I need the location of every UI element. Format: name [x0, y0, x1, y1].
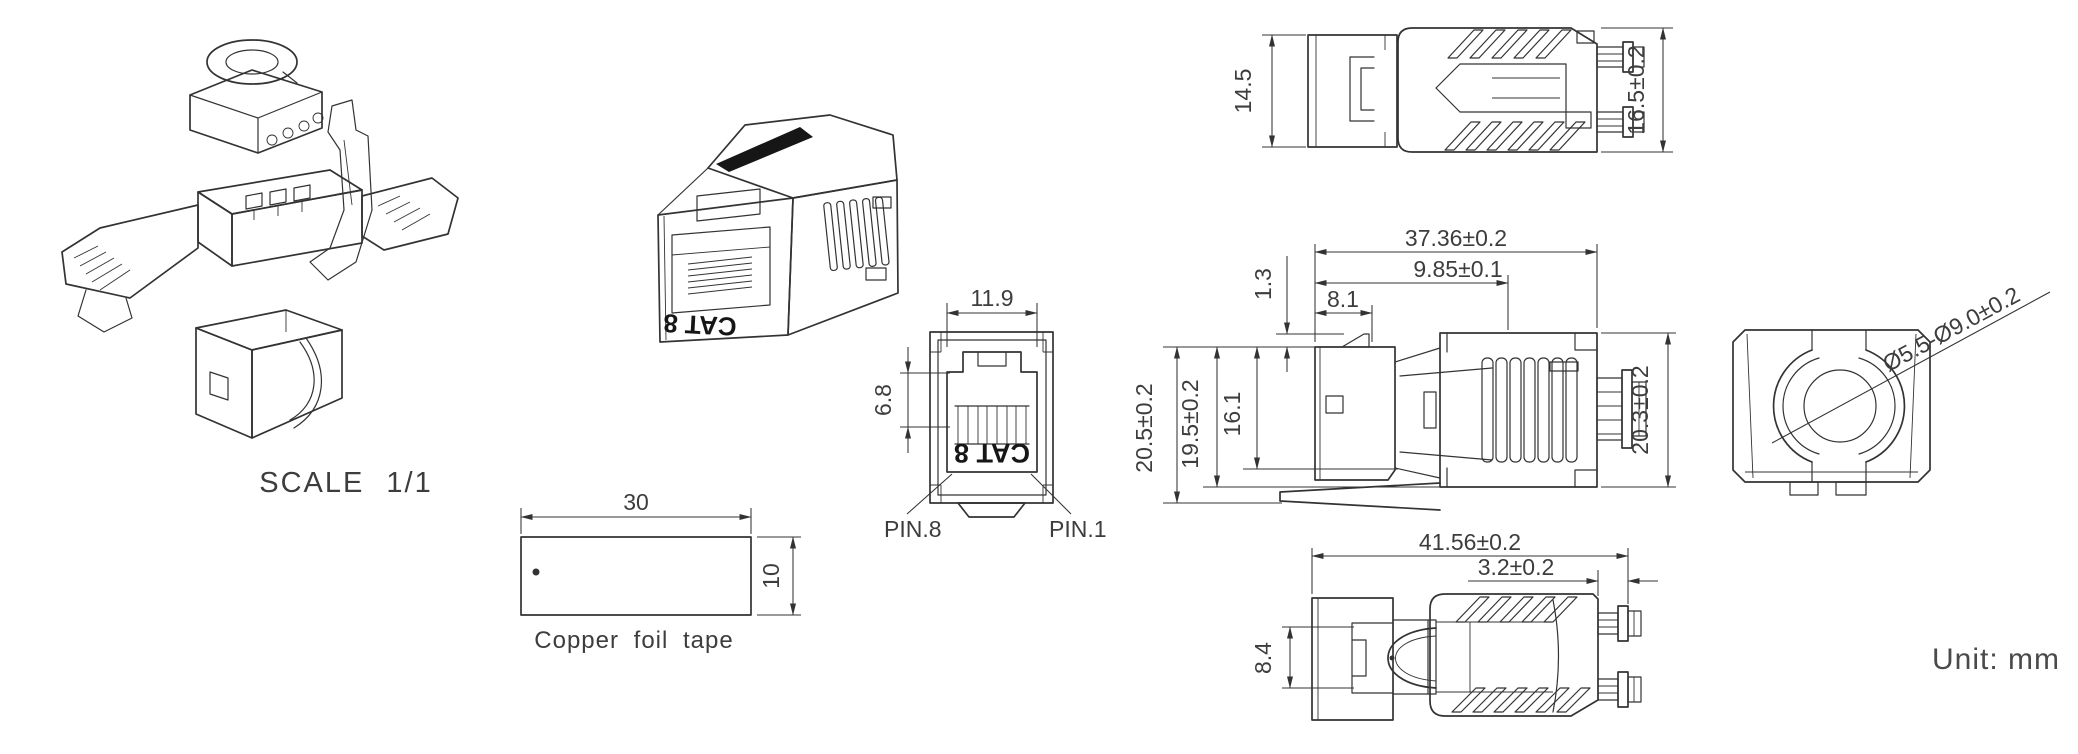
- iso-product-marking: CAT 8: [663, 308, 738, 342]
- screw-side: [1596, 369, 1647, 449]
- top-view: 14.5 16.5±0.2: [1230, 27, 1673, 153]
- svg-text:10: 10: [758, 563, 784, 589]
- dim-side-total-length: 37.36±0.2: [1314, 225, 1598, 342]
- hatch-top: [1455, 596, 1578, 623]
- front-product-marking: CAT 8: [954, 438, 1030, 468]
- svg-text:11.9: 11.9: [970, 285, 1013, 311]
- screw-bottom: [1597, 671, 1642, 708]
- dim-side-front-length: 9.85±0.1: [1314, 256, 1509, 330]
- dim-contact-height: 6.8: [870, 347, 950, 453]
- dim-front-width: 11.9: [946, 285, 1038, 347]
- svg-text:Ø5.5-Ø9.0±0.2: Ø5.5-Ø9.0±0.2: [1878, 281, 2024, 376]
- dim-side-rear-height: 20.3±0.2: [1601, 332, 1676, 488]
- copper-tape-label: Copper foil tape: [534, 627, 733, 654]
- dim-top-left-height: 14.5: [1230, 34, 1306, 148]
- svg-text:20.3±0.2: 20.3±0.2: [1627, 365, 1653, 454]
- dim-slot-height: 8.4: [1250, 626, 1354, 689]
- exploded-view: [61, 39, 459, 439]
- screw-bottom: [1596, 106, 1645, 138]
- side-view: 37.36±0.2 9.85±0.1 8.1 1.3 20.5±0.2 19.5…: [1131, 225, 1676, 511]
- svg-text:9.85±0.1: 9.85±0.1: [1413, 256, 1502, 282]
- dim-top-right-height: 16.5±0.2: [1601, 27, 1673, 153]
- dim-side-height-body: 19.5±0.2: [1177, 346, 1440, 488]
- exploded-strap: [309, 99, 373, 281]
- svg-text:16.5±0.2: 16.5±0.2: [1623, 45, 1649, 134]
- screw-top: [1597, 605, 1642, 642]
- exploded-cap: [189, 39, 324, 154]
- iso-contacts: [687, 256, 753, 295]
- screw-top: [1596, 41, 1645, 73]
- rear-view: Ø5.5-Ø9.0±0.2: [1732, 281, 2051, 496]
- dim-tape-width: 30: [520, 489, 752, 534]
- contact-pins: [954, 405, 1030, 445]
- svg-text:30: 30: [623, 489, 649, 515]
- dim-bottom-total-length: 41.56±0.2: [1311, 529, 1629, 604]
- copper-tape-view: 30 10 Copper foil tape: [520, 489, 801, 654]
- jack-opening: [946, 351, 1038, 473]
- svg-text:8.1: 8.1: [1327, 286, 1359, 312]
- dim-side-lip-height: 1.3: [1250, 256, 1344, 372]
- hatch-bottom: [1451, 687, 1591, 713]
- dim-side-latch-length: 8.1: [1314, 286, 1373, 342]
- svg-text:16.1: 16.1: [1219, 392, 1245, 437]
- copper-tape-outline: [520, 536, 752, 616]
- iso-view: CAT 8: [657, 114, 899, 343]
- scale-label: SCALE 1/1: [259, 467, 432, 499]
- iso-spring-ribs: [823, 196, 890, 272]
- svg-text:6.8: 6.8: [870, 384, 896, 416]
- svg-text:19.5±0.2: 19.5±0.2: [1177, 379, 1203, 468]
- bottom-view: 41.56±0.2 3.2±0.2 8.4: [1250, 529, 1658, 721]
- svg-text:41.56±0.2: 41.56±0.2: [1419, 529, 1521, 555]
- dim-screw-protrusion: 3.2±0.2: [1468, 554, 1658, 596]
- svg-text:14.5: 14.5: [1230, 69, 1256, 114]
- svg-text:PIN.8: PIN.8: [884, 516, 942, 542]
- dim-tape-height: 10: [757, 536, 801, 616]
- copper-tape-hole: [532, 568, 540, 576]
- hatch-bottom: [1444, 121, 1586, 151]
- exploded-base: [195, 309, 343, 439]
- keystone-latch: [957, 502, 1026, 518]
- svg-text:37.36±0.2: 37.36±0.2: [1405, 225, 1507, 251]
- svg-text:1.3: 1.3: [1250, 268, 1276, 300]
- hatch-top: [1447, 29, 1572, 59]
- pin8-callout: PIN.8: [884, 473, 953, 542]
- unit-label: Unit: mm: [1932, 643, 2060, 676]
- front-view: CAT 8 11.9 6.8 PIN.8 PIN.1: [870, 285, 1107, 542]
- exploded-body: [61, 169, 459, 333]
- svg-text:20.5±0.2: 20.5±0.2: [1131, 383, 1157, 472]
- boot-ribs: [1481, 357, 1578, 463]
- dim-side-height-total: 20.5±0.2: [1131, 346, 1315, 504]
- dim-cable-range: Ø5.5-Ø9.0±0.2: [1771, 281, 2051, 444]
- svg-text:PIN.1: PIN.1: [1049, 516, 1107, 542]
- dim-side-height-inner: 16.1: [1219, 346, 1398, 470]
- pin1-callout: PIN.1: [1030, 473, 1107, 542]
- svg-text:3.2±0.2: 3.2±0.2: [1478, 554, 1555, 580]
- svg-text:8.4: 8.4: [1250, 642, 1276, 674]
- latch-marking: [716, 127, 813, 172]
- cable-hole: [1803, 369, 1877, 443]
